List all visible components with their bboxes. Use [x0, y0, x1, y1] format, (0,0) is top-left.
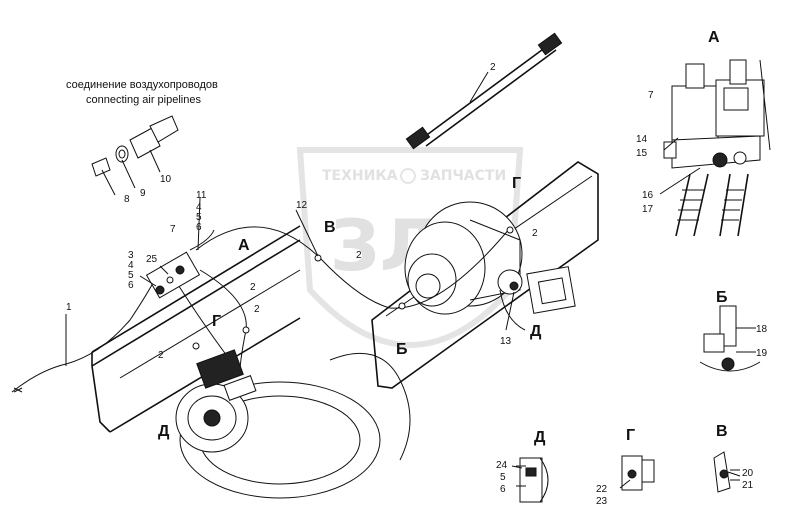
callout-13: 13	[500, 336, 512, 347]
callout-6b: 6	[196, 222, 202, 233]
callout-25: 25	[146, 254, 158, 265]
callout-6c: 6	[500, 484, 506, 495]
callout-5b: 5	[196, 212, 202, 223]
leader-lines	[65, 71, 756, 489]
watermark-top-right-text: ЗАПЧАСТИ	[420, 168, 506, 184]
wheel-axle	[175, 349, 411, 499]
view-a-main-label: А	[238, 237, 250, 254]
view-d-main-label: Д	[530, 323, 542, 340]
view-b-main-label: Б	[396, 341, 408, 358]
callout-24: 24	[496, 460, 508, 471]
callout-14: 14	[636, 134, 648, 145]
callout-9: 9	[140, 188, 146, 199]
callout-11: 11	[196, 190, 207, 201]
callout-2-a: 2	[356, 250, 362, 261]
detail-b-fitting	[699, 305, 761, 372]
callout-6: 6	[128, 280, 134, 291]
callout-4b: 4	[196, 202, 202, 213]
callout-16: 16	[642, 190, 654, 201]
hose-2	[405, 32, 563, 150]
view-v-detail-label: В	[716, 423, 728, 440]
watermark-top-text: ТЕХНИКА	[322, 168, 398, 184]
callout-10: 10	[160, 174, 172, 185]
view-g-main-label: Г	[512, 175, 521, 192]
caption-ru: соединение воздухопроводов	[66, 79, 218, 91]
callout-2-hose: 2	[490, 62, 496, 73]
view-d-main2-label: Д	[158, 423, 170, 440]
callout-20: 20	[742, 468, 754, 479]
callout-2-b: 2	[532, 228, 538, 239]
callout-21: 21	[742, 480, 754, 491]
view-d-detail-label: Д	[534, 429, 546, 446]
detail-g-fitting	[621, 455, 655, 491]
view-a-detail-label: А	[708, 29, 720, 46]
caption-en: connecting air pipelines	[86, 94, 201, 106]
gear-icon	[400, 168, 416, 184]
callout-1: 1	[66, 302, 72, 313]
callout-19: 19	[756, 348, 768, 359]
detail-v-fitting	[713, 451, 740, 493]
valve-block-frame	[145, 251, 201, 299]
callout-2-e: 2	[158, 350, 164, 361]
callout-17: 17	[642, 204, 654, 215]
detail-d-fitting	[516, 457, 549, 503]
callout-4: 4	[128, 260, 134, 271]
callout-5c: 5	[500, 472, 506, 483]
callout-23: 23	[596, 496, 608, 507]
callout-2-c: 2	[250, 282, 256, 293]
detail-a-hoses	[675, 173, 749, 237]
brake-chamber	[404, 201, 523, 315]
view-g-detail-label: Г	[626, 427, 635, 444]
callout-8: 8	[124, 194, 130, 205]
connector-exploded-parts	[91, 115, 179, 196]
callout-7b: 7	[648, 90, 654, 101]
callout-12: 12	[296, 200, 308, 211]
callout-22: 22	[596, 484, 608, 495]
detail-a-valve-assembly	[663, 59, 771, 237]
watermark: ТЕХНИКА ЗАПЧАСТИ ЗЛ	[296, 147, 524, 348]
view-v-main-label: В	[324, 219, 336, 236]
callout-15: 15	[636, 148, 648, 159]
callout-5: 5	[128, 270, 134, 281]
callout-3: 3	[128, 250, 134, 261]
callout-2-d: 2	[254, 304, 260, 315]
view-b-detail-label: Б	[716, 289, 728, 306]
callout-18: 18	[756, 324, 768, 335]
view-g-main2-label: Г	[212, 313, 221, 330]
callout-7: 7	[170, 224, 176, 235]
